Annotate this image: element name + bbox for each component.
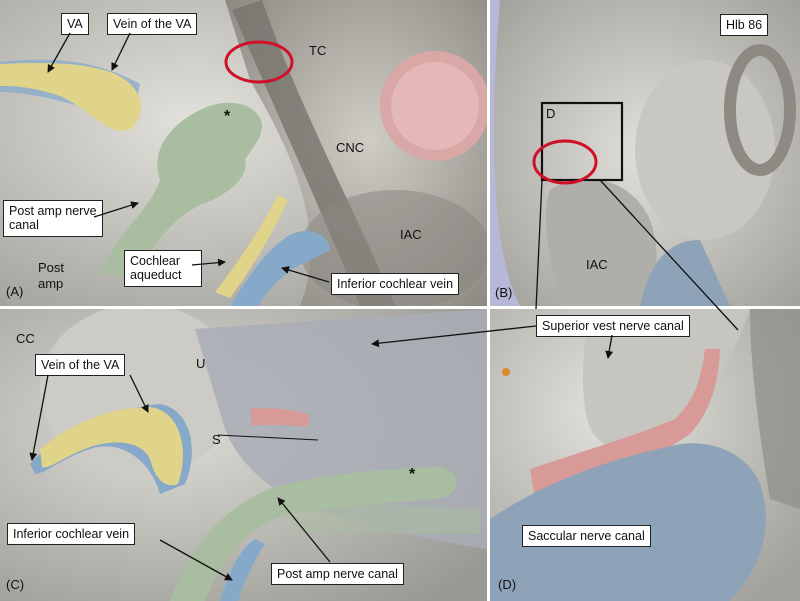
panel-b-render [490, 0, 800, 306]
asterisk-c: * [409, 466, 416, 483]
post-amp-canal-shape-c [170, 467, 457, 601]
panel-a-render [0, 0, 487, 306]
inferior-cochlear-vein-shape [230, 230, 330, 306]
panel-b-id: (B) [495, 285, 513, 300]
label-specimen: Hlb 86 [720, 14, 769, 37]
label-vein-of-va-c: Vein of the VA [35, 354, 126, 377]
asterisk-a: * [224, 108, 231, 125]
inferior-cochlear-vein-c [220, 539, 265, 601]
panel-c-render [0, 309, 487, 601]
panel-c: CC Vein of the VA U S * Inferior cochlea… [0, 309, 487, 601]
label-iac: IAC [400, 227, 422, 242]
label-cochlear-aqueduct: Cochlear aqueduct [124, 250, 202, 287]
right-bone-shadow [750, 309, 800, 509]
label-iac-b: IAC [586, 257, 608, 272]
label-post-amp-canal-a: Post amp nerve canal [3, 200, 103, 237]
saccular-canal-d [490, 443, 766, 601]
tc-marker-ellipse [224, 40, 294, 84]
label-cnc: CNC [336, 140, 365, 155]
va-shape [0, 62, 141, 131]
upper-bone [582, 309, 750, 449]
panel-d-id: (D) [498, 577, 517, 592]
panel-b: Hlb 86 D IAC (B) [490, 0, 800, 306]
label-va: VA [61, 13, 89, 36]
marker-ellipse-b [532, 139, 598, 185]
post-amp-canal-shape [100, 102, 262, 281]
panel-a-id: (A) [6, 284, 24, 299]
cochlear-aqueduct-shape [215, 195, 288, 298]
label-u: U [196, 356, 206, 371]
label-tc: TC [309, 43, 327, 58]
superior-vest-canal-d [530, 349, 720, 499]
label-inferior-cochlear-vein-a: Inferior cochlear vein [331, 273, 460, 296]
label-inferior-cochlear-vein-c: Inferior cochlear vein [7, 523, 136, 546]
panel-d: Superior vest nerve canal Saccular nerve… [490, 309, 800, 601]
cnc-inner [391, 62, 479, 150]
label-post-amp-canal-c: Post amp nerve canal [271, 563, 404, 586]
va-shape-c [40, 407, 183, 486]
label-post-amp: Post amp [38, 260, 65, 291]
label-cc: CC [16, 331, 35, 346]
orange-marker [502, 368, 510, 376]
label-s: S [212, 432, 221, 447]
label-superior-vest-canal: Superior vest nerve canal [536, 315, 690, 338]
label-d: D [546, 106, 556, 121]
panel-c-id: (C) [6, 577, 25, 592]
canal-loop [724, 44, 796, 176]
panel-d-render [490, 309, 800, 601]
pink-canal-c [250, 408, 310, 427]
label-vein-of-va: Vein of the VA [107, 13, 198, 36]
panel-a: VA Vein of the VA TC CNC IAC * Post amp … [0, 0, 487, 306]
label-saccular-canal: Saccular nerve canal [522, 525, 651, 548]
vestibule [635, 60, 775, 240]
